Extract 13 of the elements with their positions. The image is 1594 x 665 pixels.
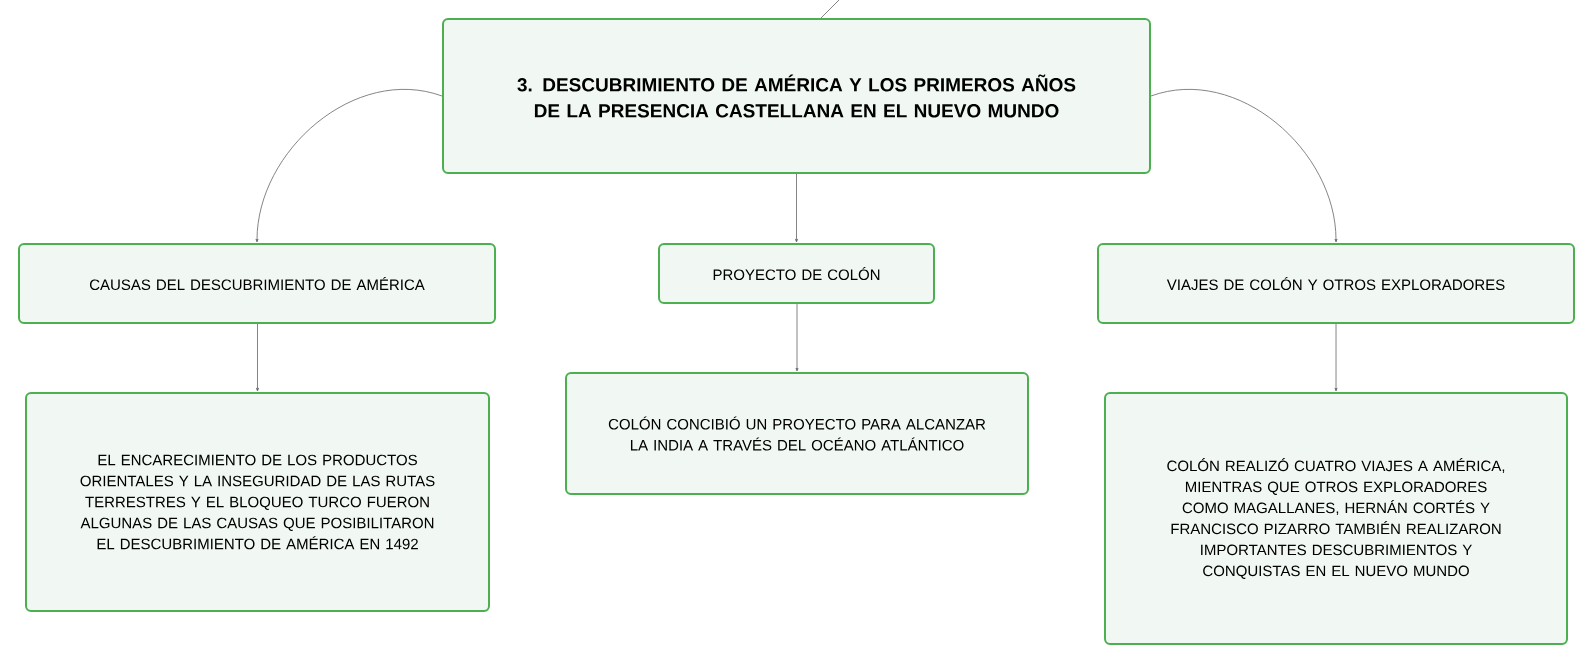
connector-arrow: [256, 323, 259, 392]
description-box: COLÓN REALIZÓ CUATRO VIAJES A AMÉRICA, MIENTRAS QUE OTROS EXPLORADORES COMO MAGALLANES, HERNÁN CORTÉS Y FRANCISCO PIZARRO TAMBIÉN REALIZARON IMPORTANTES DESCUBRIMIENTOS Y CONQUISTAS EN EL NUEVO MUNDO: [1104, 392, 1568, 645]
subtopic-box: VIAJES DE COLÓN Y OTROS EXPLORADORES: [1097, 243, 1575, 324]
description-box: EL ENCARECIMIENTO DE LOS PRODUCTOS ORIENTALES Y LA INSEGURIDAD DE LAS RUTAS TERRESTRES Y EL BLOQUEO TURCO FUERON ALGUNAS DE LAS CAUSAS QUE POSIBILITARON EL DESCUBRIMIENTO DE AMÉRICA EN 1492: [25, 392, 490, 612]
connector-arrow: [795, 303, 799, 372]
connector-arrow: [1150, 89, 1338, 243]
subtopic-box: CAUSAS DEL DESCUBRIMIENTO DE AMÉRICA: [18, 243, 496, 324]
subtopic-box: PROYECTO DE COLÓN: [658, 243, 935, 304]
description-box: COLÓN CONCIBIÓ UN PROYECTO PARA ALCANZAR LA INDIA A TRAVÉS DEL OCÉANO ATLÁNTICO: [565, 372, 1029, 495]
connector-arrow: [1334, 323, 1338, 392]
connector-arrow: [255, 89, 443, 243]
topic-box: 3. DESCUBRIMIENTO DE AMÉRICA Y LOS PRIMEROS AÑOS DE LA PRESENCIA CASTELLANA EN EL NUEVO MUNDO: [442, 18, 1151, 174]
connector-arrow: [795, 173, 798, 243]
